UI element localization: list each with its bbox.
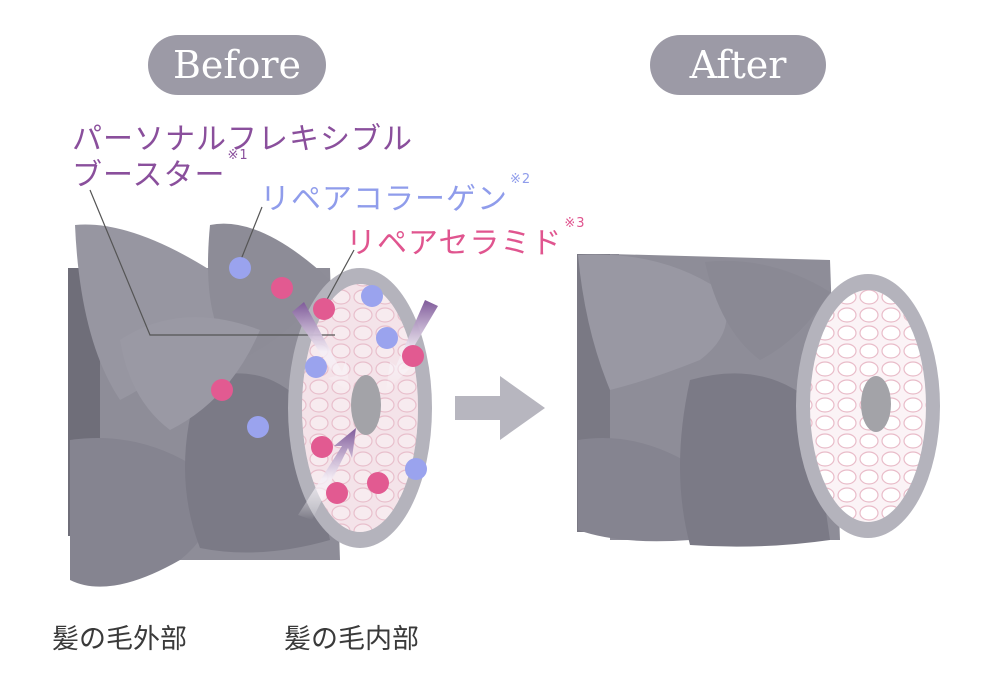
ceramide-dot [367, 472, 389, 494]
collagen-dot [361, 285, 383, 307]
transition-arrow-icon [455, 376, 545, 440]
ingredient-dots [211, 257, 427, 504]
collagen-dot [229, 257, 251, 279]
collagen-dot [376, 327, 398, 349]
ceramide-label: リペアセラミド※3 [346, 216, 586, 261]
ceramide-leader-line [323, 249, 355, 306]
after-badge: After [650, 35, 826, 95]
ceramide-dot [271, 277, 293, 299]
ceramide-dot [402, 345, 424, 367]
before-core [351, 375, 381, 435]
booster-leader-line [89, 189, 335, 336]
leader-lines [89, 189, 355, 336]
booster-label-line1: パーソナルフレキシブル [72, 122, 413, 157]
after-core [861, 376, 891, 432]
ceramide-dot [311, 436, 333, 458]
collagen-dot [305, 356, 327, 378]
collagen-dot [405, 458, 427, 480]
ceramide-dot [313, 298, 335, 320]
booster-label-line2: ブースター※1 [72, 148, 249, 193]
ceramide-dot [211, 379, 233, 401]
after-cross-section [796, 274, 940, 538]
before-badge: Before [148, 35, 326, 95]
arrow-beam [298, 428, 356, 520]
collagen-label: リペアコラーゲン※2 [260, 172, 532, 217]
after-hair-strand [577, 254, 840, 547]
inner-hair-caption: 髪の毛内部 [284, 624, 419, 655]
arrow-beam [292, 302, 350, 392]
collagen-dot [247, 416, 269, 438]
collagen-leader-line [239, 206, 263, 263]
ceramide-dot [326, 482, 348, 504]
outer-hair-caption: 髪の毛外部 [52, 624, 187, 655]
